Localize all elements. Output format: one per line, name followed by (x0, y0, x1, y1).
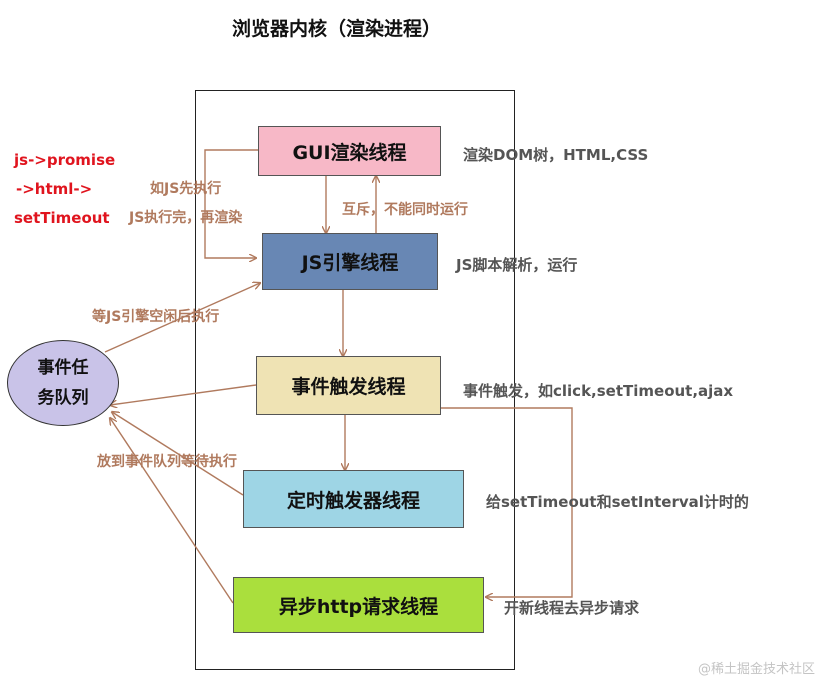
order-note-line3: setTimeout (14, 209, 110, 227)
label-enqueue: 放到事件队列等待执行 (97, 454, 237, 470)
note-timer: 给setTimeout和setInterval计时的 (486, 493, 749, 511)
arrow-loop-event-http (441, 407, 573, 597)
watermark: @稀土掘金技术社区 (697, 662, 815, 677)
timer-trigger-thread: 定时触发器线程 (243, 470, 464, 528)
arrow-timer-to-queue (112, 412, 244, 496)
note-gui: 渲染DOM树，HTML,CSS (463, 146, 649, 164)
queue-label-line2: 务队列 (37, 388, 89, 408)
js-engine-thread: JS引擎线程 (262, 233, 438, 290)
label-js-first: 如JS先执行 (150, 181, 222, 197)
render-process-frame (195, 90, 515, 670)
note-http: 开新线程去异步请求 (504, 599, 640, 617)
gui-render-thread: GUI渲染线程 (258, 126, 441, 176)
label-js-done: JS执行完，再渲染 (129, 210, 243, 226)
arrow-loop-gui-js (204, 149, 258, 258)
queue-label-line1: 事件任 (37, 358, 89, 378)
order-note-line2: ->html-> (16, 180, 93, 198)
note-event: 事件触发，如click,setTimeout,ajax (463, 382, 734, 400)
label-mutex: 互斥，不能同时运行 (342, 202, 468, 218)
event-trigger-thread: 事件触发线程 (256, 356, 441, 415)
note-js: JS脚本解析，运行 (456, 256, 578, 274)
diagram-title: 浏览器内核（渲染进程） (232, 18, 442, 40)
event-task-queue: 事件任 务队列 (7, 340, 119, 426)
arrow-queue-to-js (104, 283, 260, 353)
arrow-http-to-queue (110, 418, 234, 604)
order-note-line1: js->promise (14, 151, 116, 169)
arrow-event-to-queue (110, 384, 257, 405)
label-wait-idle: 等JS引擎空闲后执行 (92, 309, 220, 325)
async-http-thread: 异步http请求线程 (233, 577, 484, 633)
